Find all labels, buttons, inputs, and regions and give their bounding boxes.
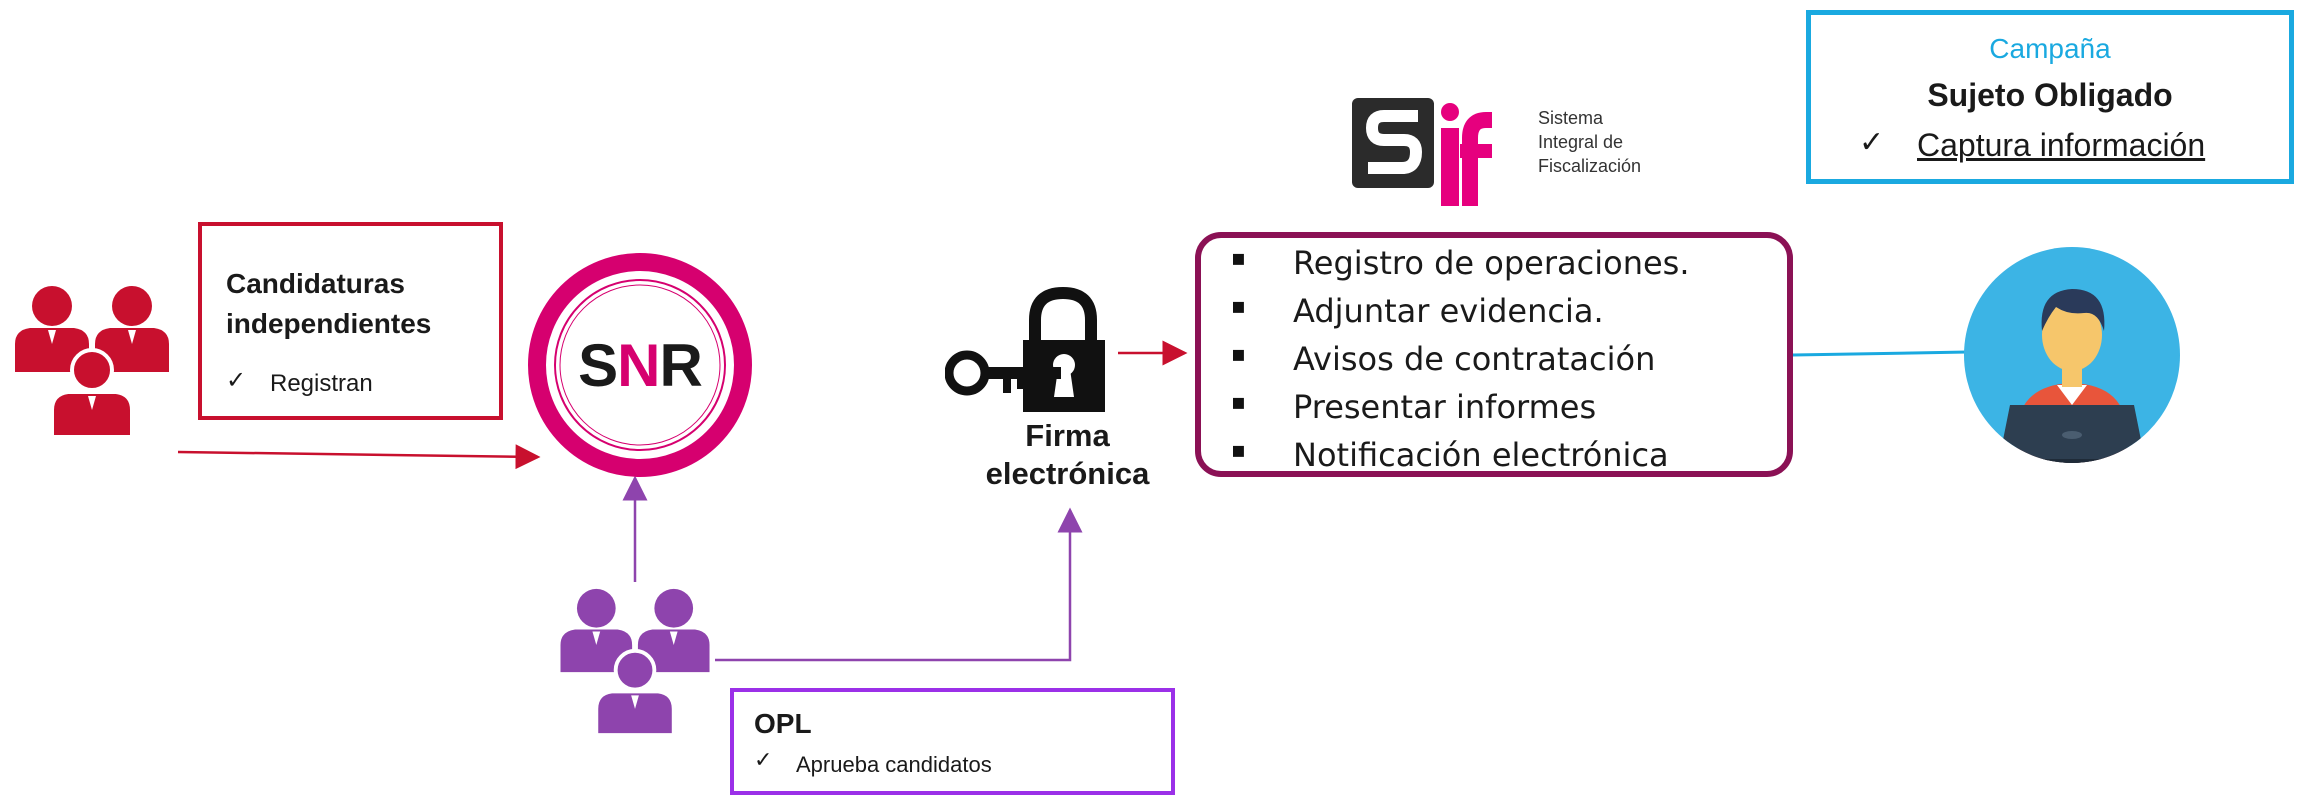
campaign-title: Campaña xyxy=(1989,33,2111,64)
candidatures-title-line1: Candidaturas xyxy=(226,268,405,299)
sif-logo-line3: Fiscalización xyxy=(1538,156,1642,176)
opl-box: OPL ✓ Aprueba candidatos xyxy=(730,688,1175,795)
operation-label: Avisos de contratación xyxy=(1293,340,1656,378)
opl-group-icon xyxy=(560,588,710,735)
opl-check-icon: ✓ xyxy=(754,748,773,773)
candidatures-box: Candidaturas independientes ✓ Registran xyxy=(198,222,503,420)
bullet-icon: ▪ xyxy=(1231,294,1246,319)
bullet-icon: ▪ xyxy=(1231,390,1246,415)
campaign-check-icon: ✓ xyxy=(1859,125,1885,160)
bullet-icon: ▪ xyxy=(1231,438,1246,463)
candidatures-check-icon: ✓ xyxy=(226,366,247,394)
operations-box: ▪ Registro de operaciones. ▪ Adjuntar evide… xyxy=(1195,232,1793,477)
snr-letter-n: N xyxy=(617,332,660,399)
snr-letter-r: R xyxy=(659,332,703,399)
campaign-box: Campaña Sujeto Obligado ✓ Captura inform… xyxy=(1806,10,2294,184)
candidatures-action: Registran xyxy=(270,370,373,397)
operation-label: Registro de operaciones. xyxy=(1293,244,1690,282)
snr-logo xyxy=(528,253,752,477)
candidates-group-icon xyxy=(15,286,169,437)
key-lock-icon xyxy=(945,286,1105,412)
operations-to-user-line xyxy=(1792,350,1969,357)
campaign-subject: Sujeto Obligado xyxy=(1927,77,2173,113)
snr-letter-s: S xyxy=(578,332,618,399)
sif-logo-icon xyxy=(1352,98,1492,206)
firma-line1: Firma xyxy=(1025,418,1110,453)
candidates-to-snr-arrow xyxy=(177,444,541,470)
operation-label: Presentar informes xyxy=(1293,388,1597,426)
opl-title: OPL xyxy=(754,708,812,739)
user-laptop-avatar xyxy=(1964,247,2180,463)
sif-logo-line1: Sistema xyxy=(1538,108,1604,128)
snr-label: SNR xyxy=(577,331,703,400)
campaign-action: Captura información xyxy=(1917,127,2206,163)
opl-action: Aprueba candidatos xyxy=(796,752,992,777)
firma-line2: electrónica xyxy=(985,456,1150,491)
bullet-icon: ▪ xyxy=(1231,246,1246,271)
bullet-icon: ▪ xyxy=(1231,342,1246,367)
opl-to-firma-arrow xyxy=(715,507,1083,662)
sif-logo-line2: Integral de xyxy=(1538,132,1624,152)
candidatures-title-line2: independientes xyxy=(226,308,432,339)
operation-label: Adjuntar evidencia. xyxy=(1293,292,1604,330)
operation-label: Notificación electrónica xyxy=(1293,436,1669,474)
